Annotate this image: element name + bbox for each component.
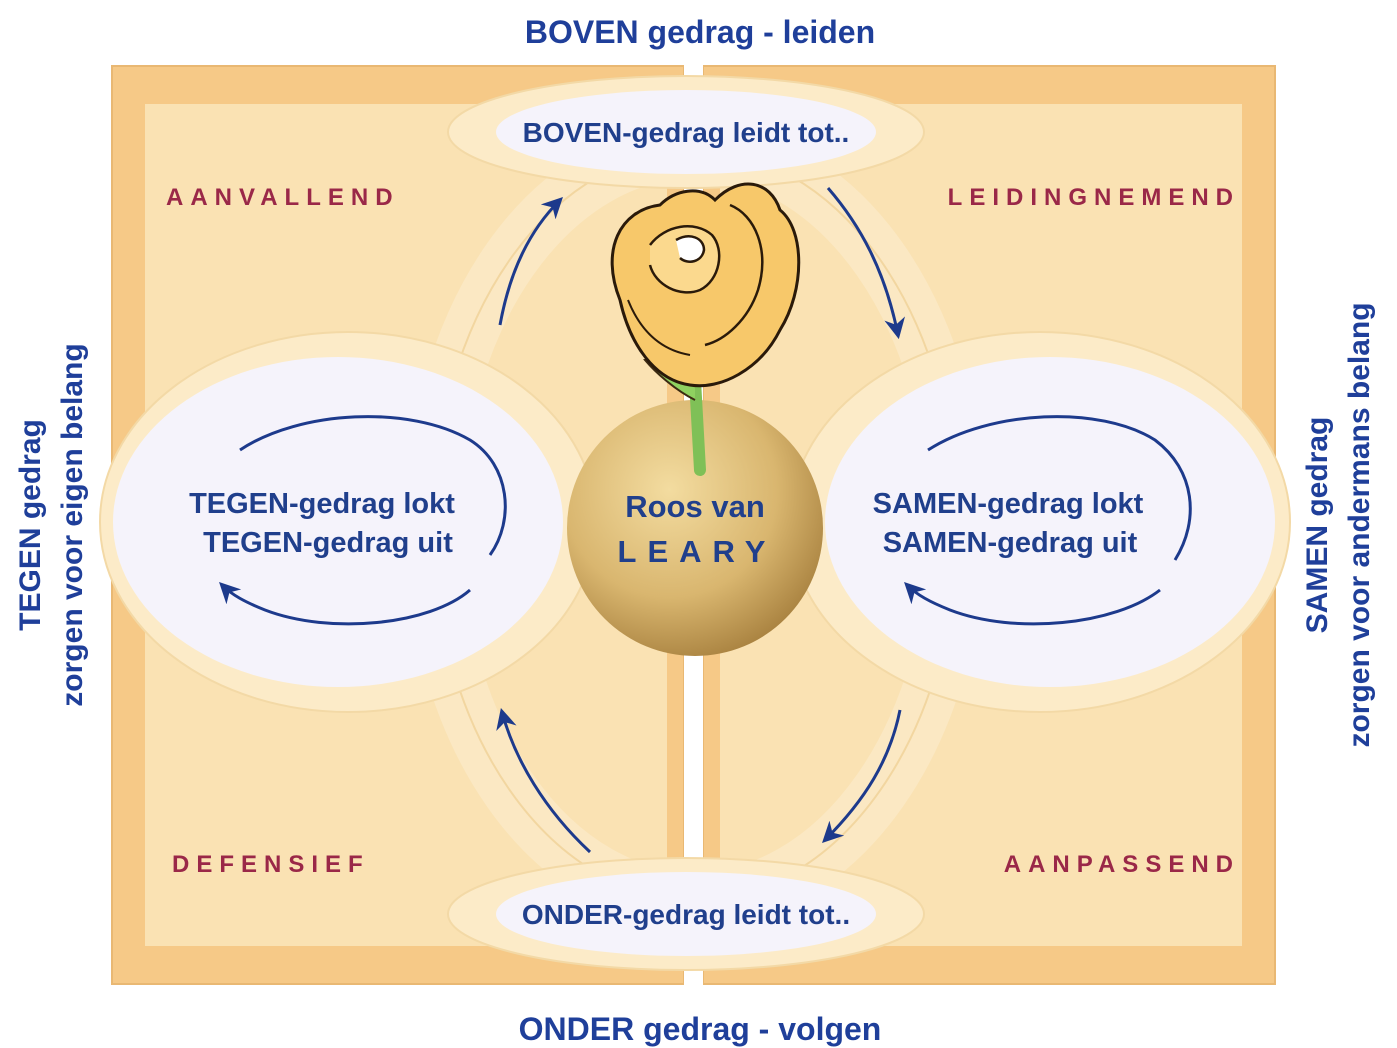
oval-bottom-text: ONDER-gedrag leidt tot.. [522, 899, 850, 930]
oval-top-text: BOVEN-gedrag leidt tot.. [523, 117, 850, 148]
axis-left-label-line1: TEGEN gedrag [14, 419, 47, 631]
quadrant-bottom-left: DEFENSIEF [172, 851, 370, 878]
oval-left-text-line2: TEGEN-gedrag uit [203, 527, 453, 559]
quadrant-bottom-right: AANPASSEND [1004, 851, 1240, 878]
axis-left-label-line2: zorgen voor eigen belang [56, 343, 89, 706]
center-title-line1: Roos van [625, 489, 765, 524]
right-oval [790, 332, 1290, 712]
axis-bottom-label: ONDER gedrag - volgen [519, 1011, 882, 1047]
oval-right-text-line1: SAMEN-gedrag lokt [873, 488, 1144, 520]
left-oval [100, 332, 596, 712]
axis-right-label-line1: SAMEN gedrag [1301, 417, 1334, 634]
axis-right-label-line2: zorgen voor andermans belang [1343, 302, 1376, 747]
oval-left-text-line1: TEGEN-gedrag lokt [189, 488, 455, 520]
axis-top-label: BOVEN gedrag - leiden [525, 14, 875, 50]
quadrant-top-right: LEIDINGNEMEND [948, 184, 1240, 211]
oval-right-text-line2: SAMEN-gedrag uit [883, 527, 1138, 559]
quadrant-top-left: AANVALLEND [166, 184, 400, 211]
center-title-line2: LEARY [618, 534, 777, 569]
